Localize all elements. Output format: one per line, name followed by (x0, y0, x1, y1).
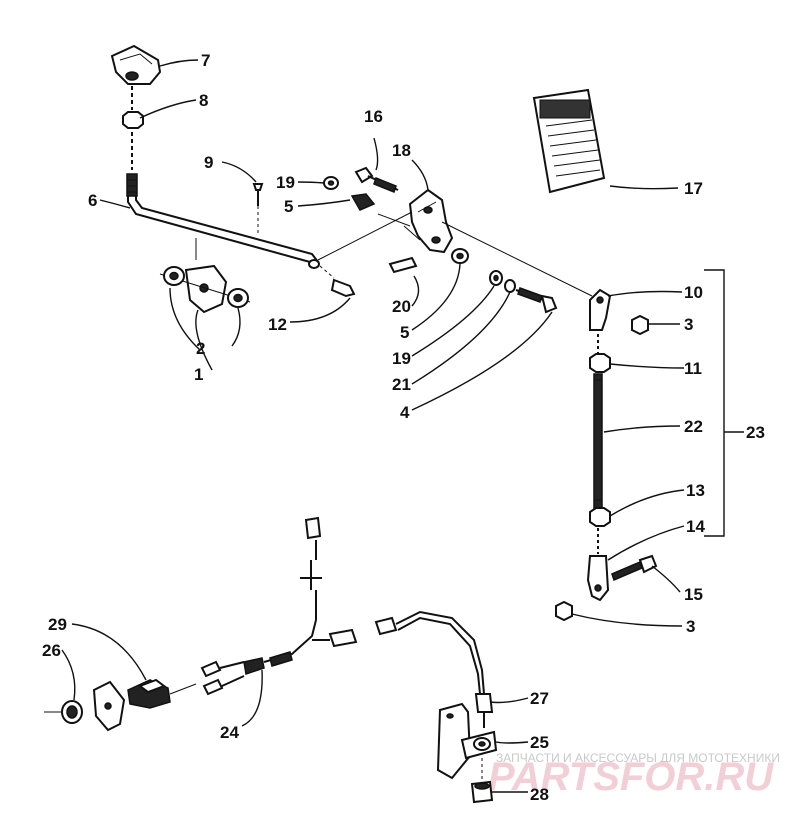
bolt-part-4 (515, 287, 558, 314)
watermark-brand: PARTSFOR.RU (488, 755, 774, 799)
lockwasher-part-21 (504, 279, 516, 293)
callout-9: 9 (204, 153, 213, 172)
washer-part-19-upper (323, 176, 339, 190)
callout-13: 13 (686, 481, 705, 500)
callout-2: 2 (196, 339, 205, 358)
rod-end-part-10 (589, 288, 612, 331)
callout-3-lower: 3 (686, 617, 695, 636)
callout-19-lower: 19 (392, 349, 411, 368)
callout-11: 11 (684, 359, 702, 378)
bushing-part-2 (227, 288, 249, 308)
bushing-part-5-upper (350, 193, 376, 211)
seal-part-26 (44, 700, 83, 724)
callout-16: 16 (364, 107, 383, 126)
callout-26: 26 (42, 641, 61, 660)
pin-part-20 (388, 256, 418, 274)
callout-27: 27 (530, 689, 549, 708)
washer-part-19-lower (489, 270, 503, 286)
callout-18: 18 (392, 141, 411, 160)
callout-21: 21 (392, 375, 411, 394)
watermark: ЗАПЧАСТИ И АКСЕССУАРЫ ДЛЯ МОТОТЕХНИКИ PA… (488, 751, 780, 799)
callout-20: 20 (392, 297, 411, 316)
grommet-part-28 (470, 758, 494, 804)
assembly-bracket-23 (704, 269, 744, 537)
callout-22: 22 (684, 417, 703, 436)
callout-23: 23 (746, 423, 765, 442)
callout-19-upper: 19 (276, 173, 295, 192)
callout-8: 8 (199, 91, 208, 110)
cable-end-part-27 (474, 693, 494, 728)
screw-part-9 (252, 183, 264, 236)
callout-4: 4 (400, 403, 410, 422)
mounting-plate (92, 680, 126, 732)
callout-15: 15 (684, 585, 703, 604)
nut-part-3-upper (631, 314, 649, 336)
callout-12: 12 (268, 315, 287, 334)
bushing-part-5-lower (451, 248, 469, 264)
callout-14: 14 (686, 517, 705, 536)
callout-24: 24 (220, 723, 239, 742)
shift-knob-part (110, 44, 162, 85)
callout-10: 10 (684, 283, 703, 302)
callout-25: 25 (530, 733, 549, 752)
callout-29: 29 (48, 615, 67, 634)
bolt-part-16 (354, 166, 399, 193)
pin-part-12 (319, 265, 356, 298)
wire-harness-part-24 (200, 516, 485, 696)
callout-5-upper: 5 (284, 197, 293, 216)
bolt-part-15 (611, 554, 658, 582)
mounting-bracket-part-25 (436, 702, 498, 780)
jam-nut-part-13 (589, 507, 611, 527)
switch-part-29 (127, 678, 197, 709)
callout-7: 7 (201, 51, 210, 70)
bracket-part-18 (403, 188, 454, 254)
callout-labels: 7 8 9 6 19 5 16 18 12 2 1 20 5 19 21 4 1… (42, 51, 765, 804)
callout-1: 1 (194, 365, 203, 384)
decal-part-17 (532, 88, 606, 194)
rod-end-part-14 (586, 528, 610, 602)
alignment-lines (317, 211, 593, 297)
watermark-tagline: ЗАПЧАСТИ И АКСЕССУАРЫ ДЛЯ МОТОТЕХНИКИ (496, 751, 780, 765)
nut-part-3-lower (555, 600, 573, 622)
callout-5-lower: 5 (400, 323, 409, 342)
shift-lever-part (126, 86, 320, 269)
bushing-part-left (163, 266, 185, 286)
nut-part-8 (122, 111, 144, 129)
callout-6: 6 (88, 191, 97, 210)
callout-3-upper: 3 (684, 315, 693, 334)
jam-nut-part-11 (589, 353, 611, 373)
callout-28: 28 (530, 785, 549, 804)
callout-17: 17 (684, 179, 703, 198)
leader-lines (61, 59, 685, 793)
